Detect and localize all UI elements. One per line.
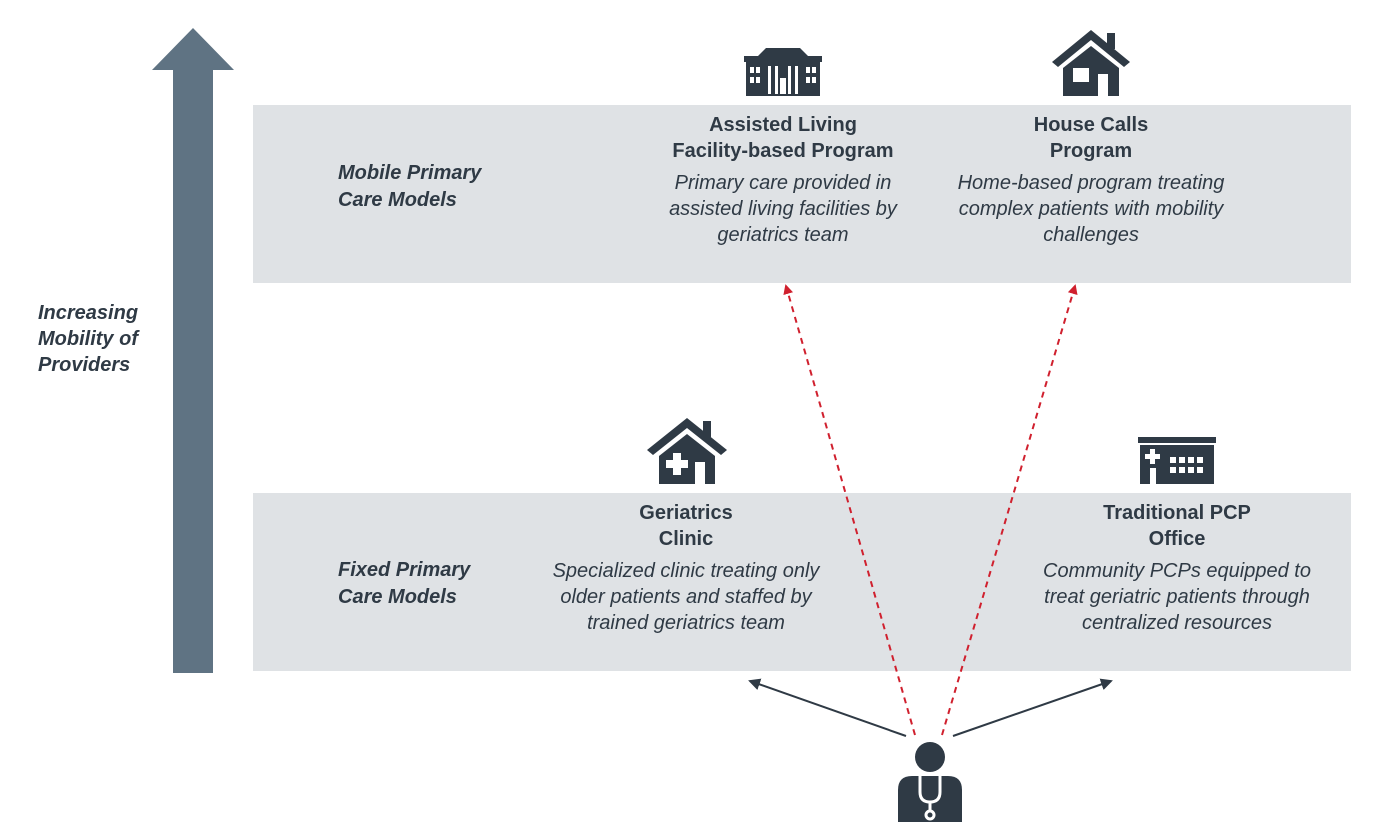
mobile-models-band	[253, 105, 1351, 283]
doctor-icon	[898, 742, 962, 822]
axis-arrow-shape	[152, 28, 234, 673]
house-calls-model: House Calls Program Home-based program t…	[931, 112, 1251, 248]
hospital-building-icon	[1138, 437, 1216, 484]
assisted-living-model: Assisted Living Facility-based Program P…	[623, 112, 943, 248]
house-calls-description: Home-based program treating complex pati…	[957, 172, 1225, 246]
geriatrics-clinic-model: Geriatrics Clinic Specialized clinic tre…	[526, 500, 846, 636]
arrow-to-geriatrics-clinic	[748, 678, 907, 737]
fixed-models-band	[253, 493, 1351, 671]
assisted-living-building-icon	[744, 48, 822, 96]
dashed-arrow-to-assisted-living	[783, 284, 916, 736]
clinic-house-icon	[647, 418, 727, 484]
traditional-pcp-description: Community PCPs equipped to treat geriatr…	[1043, 560, 1311, 634]
traditional-pcp-model: Traditional PCP Office Community PCPs eq…	[1017, 500, 1337, 636]
geriatrics-clinic-title: Geriatrics Clinic	[639, 502, 733, 550]
axis-label: Increasing Mobility of Providers	[38, 302, 139, 376]
arrow-to-traditional-pcp	[952, 678, 1113, 737]
mobile-models-label: Mobile Primary Care Models	[338, 162, 482, 211]
house-calls-title: House Calls Program	[1033, 114, 1149, 162]
assisted-living-title: Assisted Living Facility-based Program	[672, 114, 894, 162]
dashed-arrow-to-house-calls	[941, 284, 1078, 736]
home-icon	[1052, 30, 1130, 96]
assisted-living-description: Primary care provided in assisted living…	[669, 172, 897, 246]
traditional-pcp-title: Traditional PCP Office	[1103, 502, 1251, 550]
geriatrics-clinic-description: Specialized clinic treating only older p…	[552, 560, 820, 634]
fixed-models-label: Fixed Primary Care Models	[338, 559, 471, 608]
